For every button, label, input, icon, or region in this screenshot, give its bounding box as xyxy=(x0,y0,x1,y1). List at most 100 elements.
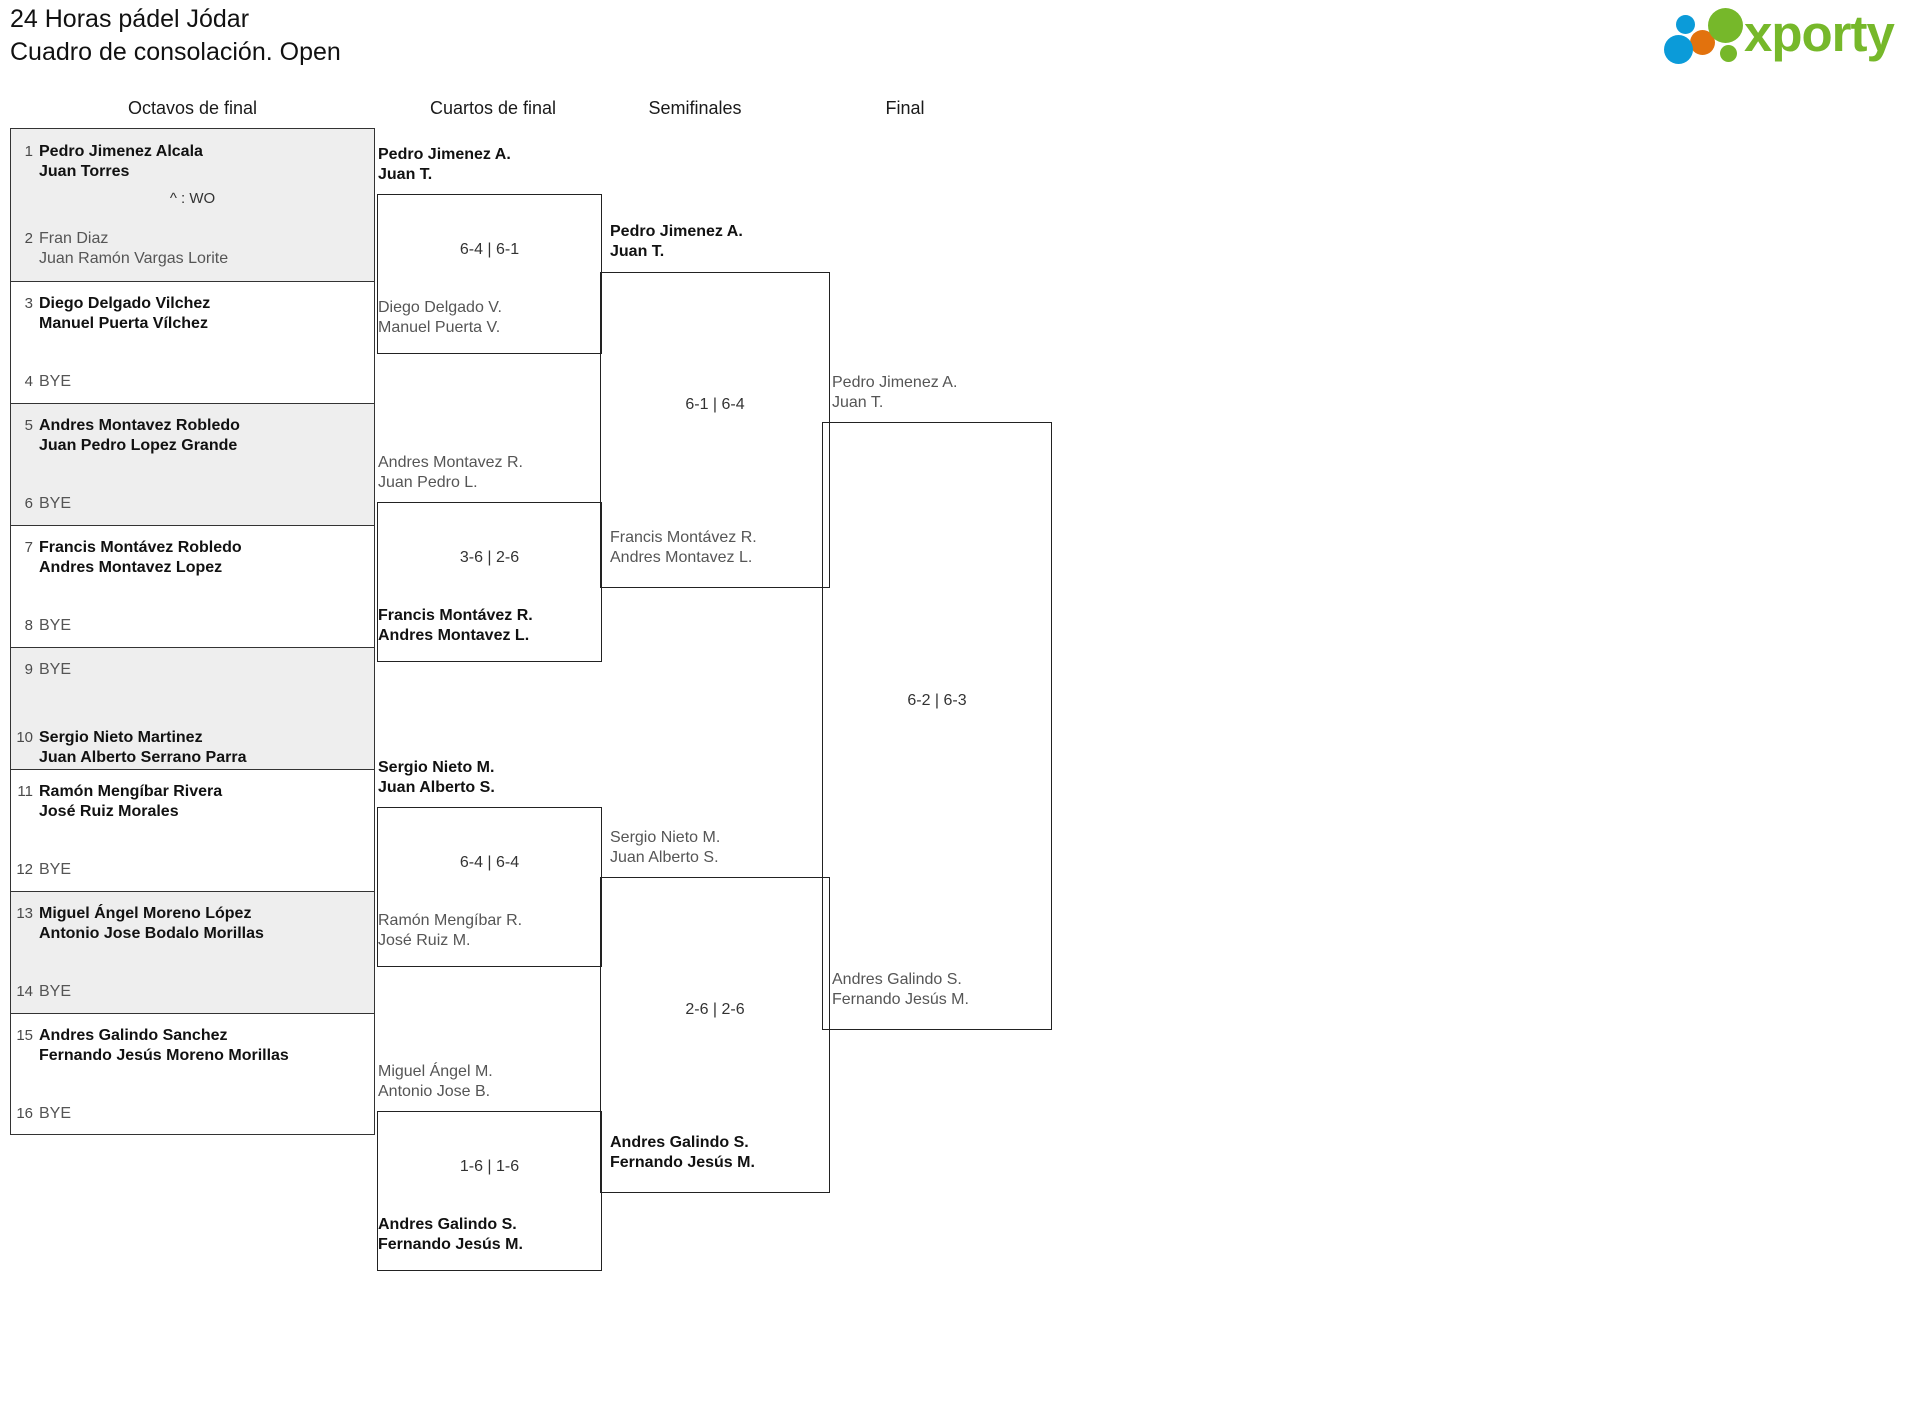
player-1: Pedro Jimenez Alcala xyxy=(39,143,203,160)
quarter-match-box[interactable]: 6-4 | 6-1 xyxy=(377,194,602,354)
player-1: Andres Galindo Sanchez xyxy=(39,1027,228,1044)
round16-column: 1 Pedro Jimenez Alcala Juan Torres ^ : W… xyxy=(10,128,375,1135)
team-names: Francis Montávez Robledo Andres Montavez… xyxy=(39,538,242,578)
player-2: Antonio Jose B. xyxy=(378,1083,491,1100)
round16-match[interactable]: 5 Andres Montavez Robledo Juan Pedro Lop… xyxy=(10,403,375,525)
match-score: 1-6 | 1-6 xyxy=(459,1158,520,1175)
seed-number: 8 xyxy=(24,617,33,634)
team-names: BYE xyxy=(39,861,72,878)
player-1: Pedro Jimenez A. xyxy=(378,146,511,163)
quarter-team-bottom: Diego Delgado V. Manuel Puerta V. xyxy=(378,298,502,338)
team-names: BYE xyxy=(39,1105,72,1122)
seed-number: 2 xyxy=(24,230,33,247)
logo-dot-green-small xyxy=(1720,45,1737,62)
team-names: BYE xyxy=(39,495,72,512)
semi-match-box[interactable]: 6-1 | 6-4 xyxy=(600,272,830,588)
team-names: Ramón Mengíbar Rivera José Ruiz Morales xyxy=(39,782,222,822)
seed-number: 12 xyxy=(16,861,33,878)
player-2: Juan Alberto Serrano Parra xyxy=(39,749,247,766)
player-2: Manuel Puerta V. xyxy=(378,319,501,336)
seed-number: 13 xyxy=(16,905,33,922)
round16-match[interactable]: 3 Diego Delgado Vilchez Manuel Puerta Ví… xyxy=(10,281,375,403)
player-1: Andres Galindo S. xyxy=(610,1134,749,1151)
player-1: Sergio Nieto M. xyxy=(378,759,495,776)
seed-number: 5 xyxy=(24,417,33,434)
final-match-box[interactable]: 6-2 | 6-3 xyxy=(822,422,1052,1030)
seed-number: 4 xyxy=(24,373,33,390)
team-names: Pedro Jimenez Alcala Juan Torres xyxy=(39,142,203,182)
semi-team-bottom: Andres Galindo S. Fernando Jesús M. xyxy=(610,1133,755,1173)
player-2: José Ruiz Morales xyxy=(39,803,179,820)
quarter-match-box[interactable]: 3-6 | 2-6 xyxy=(377,502,602,662)
quarter-match-box[interactable]: 1-6 | 1-6 xyxy=(377,1111,602,1271)
round16-match[interactable]: 13 Miguel Ángel Moreno López Antonio Jos… xyxy=(10,891,375,1013)
player-2: Juan Pedro Lopez Grande xyxy=(39,437,238,454)
semi-match-box[interactable]: 2-6 | 2-6 xyxy=(600,877,830,1193)
round-header-final: Final xyxy=(885,98,925,118)
seed-number: 7 xyxy=(24,539,33,556)
player-2: Antonio Jose Bodalo Morillas xyxy=(39,925,264,942)
player-1: Ramón Mengíbar Rivera xyxy=(39,783,223,800)
player-2: Andres Montavez L. xyxy=(378,627,530,644)
seed-number: 9 xyxy=(24,661,33,678)
player-2: Juan Alberto S. xyxy=(378,779,495,796)
player-2: Juan Pedro L. xyxy=(378,474,478,491)
logo-dot-green-large xyxy=(1708,8,1743,43)
logo-wordmark: xporty xyxy=(1744,5,1895,62)
team-names: BYE xyxy=(39,661,72,678)
round16-match[interactable]: 9 BYE 10 Sergio Nieto Martinez Juan Albe… xyxy=(10,647,375,769)
player-1: Pedro Jimenez A. xyxy=(832,374,958,391)
player-2: Juan T. xyxy=(610,243,665,260)
team-names: Fran Diaz Juan Ramón Vargas Lorite xyxy=(39,229,228,269)
team-names: Miguel Ángel Moreno López Antonio Jose B… xyxy=(39,904,264,944)
player-2: Juan Alberto S. xyxy=(610,849,719,866)
match-score: 3-6 | 2-6 xyxy=(459,549,520,566)
team-names: Andres Galindo Sanchez Fernando Jesús Mo… xyxy=(39,1026,289,1066)
player-1: Francis Montávez R. xyxy=(610,529,757,546)
round-header-round16: Octavos de final xyxy=(127,98,258,118)
quarter-team-bottom: Francis Montávez R. Andres Montavez L. xyxy=(378,606,533,646)
seed-number: 11 xyxy=(17,783,33,800)
player-1: Andres Galindo S. xyxy=(832,971,962,988)
team-names: Diego Delgado Vilchez Manuel Puerta Vílc… xyxy=(39,294,210,334)
player-2: Juan Ramón Vargas Lorite xyxy=(39,250,229,267)
player-1: Francis Montávez Robledo xyxy=(39,539,242,556)
match-score: 6-4 | 6-1 xyxy=(459,241,520,258)
player-1: Diego Delgado Vilchez xyxy=(39,295,211,312)
page-title: 24 Horas pádel Jódar Cuadro de consolaci… xyxy=(10,3,341,69)
quarter-team-bottom: Ramón Mengíbar R. José Ruiz M. xyxy=(378,911,522,951)
semi-team-top: Sergio Nieto M. Juan Alberto S. xyxy=(610,828,720,868)
quarter-team-top: Miguel Ángel M. Antonio Jose B. xyxy=(378,1062,493,1102)
round16-match[interactable]: 11 Ramón Mengíbar Rivera José Ruiz Moral… xyxy=(10,769,375,891)
seed-number: 6 xyxy=(24,495,33,512)
round16-match[interactable]: 15 Andres Galindo Sanchez Fernando Jesús… xyxy=(10,1013,375,1135)
final-team-bottom: Andres Galindo S. Fernando Jesús M. xyxy=(832,970,969,1010)
team-names: Sergio Nieto Martinez Juan Alberto Serra… xyxy=(39,728,246,768)
bracket-subtitle: Cuadro de consolación. Open xyxy=(10,38,341,66)
round-header-semis: Semifinales xyxy=(648,98,742,118)
logo-dot-blue-small xyxy=(1676,15,1695,34)
round16-match[interactable]: 7 Francis Montávez Robledo Andres Montav… xyxy=(10,525,375,647)
seed-number: 15 xyxy=(16,1027,33,1044)
seed-number: 10 xyxy=(16,729,33,746)
team-names: Andres Montavez Robledo Juan Pedro Lopez… xyxy=(39,416,240,456)
quarter-team-bottom: Andres Galindo S. Fernando Jesús M. xyxy=(378,1215,523,1255)
player-1: Sergio Nieto M. xyxy=(610,829,721,846)
seed-number: 3 xyxy=(24,295,33,312)
player-1: Miguel Ángel M. xyxy=(378,1063,493,1080)
player-1: Miguel Ángel Moreno López xyxy=(39,905,252,922)
team-names: BYE xyxy=(39,373,72,390)
logo-dot-blue-large xyxy=(1664,35,1693,64)
player-2: José Ruiz M. xyxy=(378,932,471,949)
match-score: 6-2 | 6-3 xyxy=(907,692,967,709)
quarter-match-box[interactable]: 6-4 | 6-4 xyxy=(377,807,602,967)
player-1: Andres Galindo S. xyxy=(378,1216,517,1233)
match-score: 6-4 | 6-4 xyxy=(459,854,520,871)
player-1: Francis Montávez R. xyxy=(378,607,533,624)
xporty-logo: xporty xyxy=(1664,5,1904,64)
seed-number: 14 xyxy=(16,983,33,1000)
round16-match[interactable]: 1 Pedro Jimenez Alcala Juan Torres ^ : W… xyxy=(10,128,375,281)
player-2: Manuel Puerta Vílchez xyxy=(39,315,208,332)
walkover-note: ^ : WO xyxy=(169,190,216,207)
player-2: Juan T. xyxy=(378,166,433,183)
